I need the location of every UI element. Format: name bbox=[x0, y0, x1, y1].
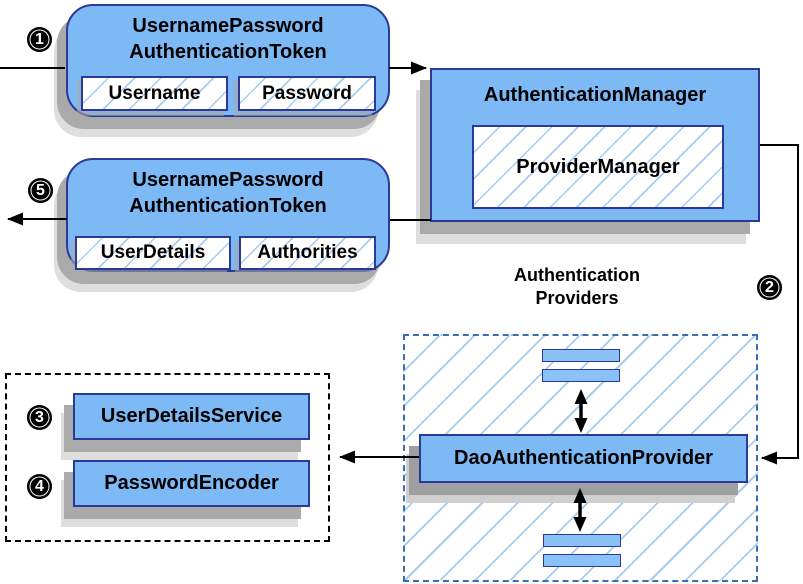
authentication-manager-node: AuthenticationManager ProviderManager bbox=[430, 68, 760, 222]
provider-manager-box: ProviderManager bbox=[472, 125, 724, 209]
authentication-providers-heading: Authentication Providers bbox=[462, 264, 692, 310]
authentication-providers-heading-line2: Providers bbox=[535, 288, 619, 308]
provider-stack-top-bar-2 bbox=[542, 369, 620, 382]
username-password-token-request-node: UsernamePassword AuthenticationToken Use… bbox=[66, 4, 390, 117]
arrow-authmanager-to-provider bbox=[760, 144, 799, 465]
provider-stack-top-bar-1 bbox=[542, 349, 620, 362]
username-field-box: Username bbox=[81, 76, 228, 111]
token-response-title: UsernamePassword AuthenticationToken bbox=[68, 160, 388, 219]
token-request-title-line1: UsernamePassword bbox=[132, 15, 324, 37]
user-details-service-node: UserDetailsService bbox=[73, 393, 310, 440]
authentication-providers-heading-line1: Authentication bbox=[514, 265, 640, 285]
services-region bbox=[5, 373, 330, 542]
provider-stack-bottom-bar-1 bbox=[543, 534, 621, 547]
token-response-title-line1: UsernamePassword bbox=[132, 169, 324, 191]
step-3-badge: 3 bbox=[27, 405, 52, 430]
provider-stack-bottom-bar-2 bbox=[543, 554, 621, 567]
step-1-badge: 1 bbox=[27, 27, 52, 52]
password-field-box: Password bbox=[238, 76, 376, 111]
username-password-token-response-node: UsernamePassword AuthenticationToken Use… bbox=[66, 158, 390, 272]
step-2-badge: 2 bbox=[757, 275, 782, 300]
userdetails-field-box: UserDetails bbox=[75, 236, 231, 270]
token-response-title-line2: AuthenticationToken bbox=[129, 195, 327, 217]
token-request-title: UsernamePassword AuthenticationToken bbox=[68, 6, 388, 65]
authorities-field-box: Authorities bbox=[239, 236, 376, 270]
step-5-badge: 5 bbox=[28, 178, 53, 203]
password-encoder-node: PasswordEncoder bbox=[73, 460, 310, 507]
authentication-manager-title: AuthenticationManager bbox=[483, 84, 707, 106]
dao-authentication-provider-node: DaoAuthenticationProvider bbox=[419, 434, 748, 483]
token-request-title-line2: AuthenticationToken bbox=[129, 41, 327, 63]
step-4-badge: 4 bbox=[27, 474, 52, 499]
